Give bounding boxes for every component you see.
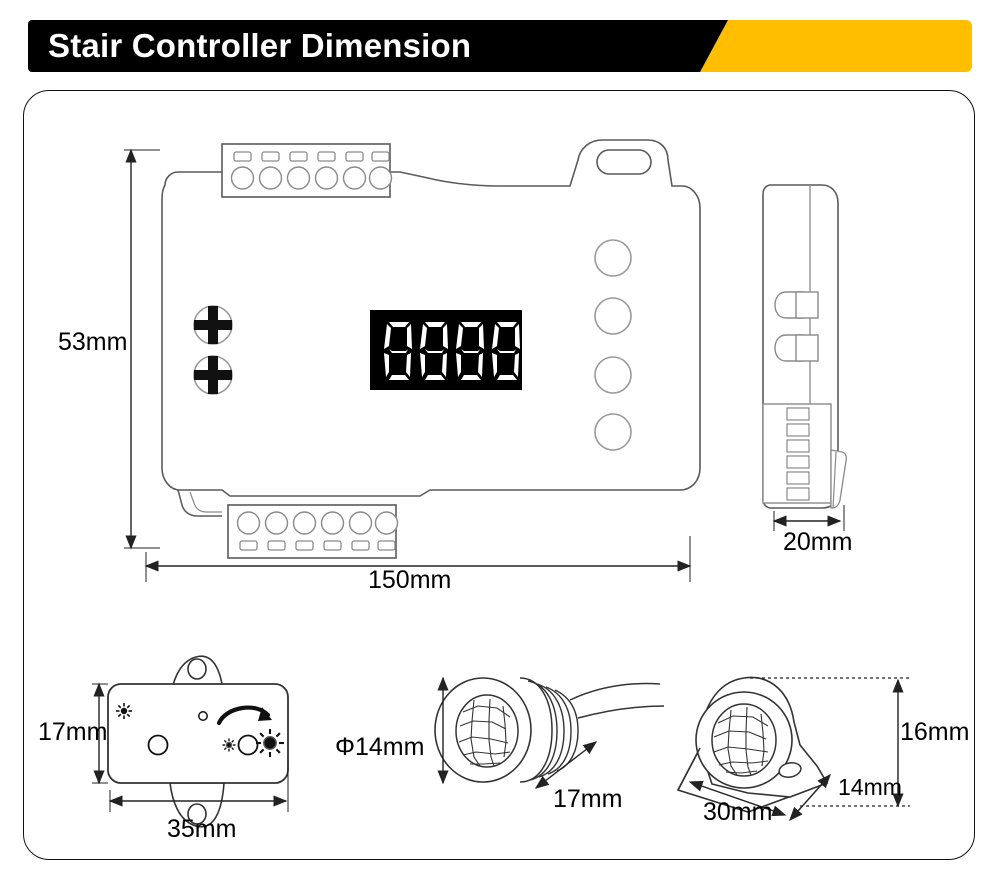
page-header-bar: Stair Controller Dimension (28, 20, 972, 72)
page-title: Stair Controller Dimension (48, 27, 472, 64)
diagram-panel (23, 90, 975, 860)
dimension-label-height-16mm: 16mm (900, 718, 970, 746)
dimension-label-width-150mm: 150mm (368, 566, 452, 594)
dimension-label-width-14mm: 14mm (838, 774, 902, 800)
dimension-label-height-53mm: 53mm (58, 328, 128, 356)
header-black-block (28, 20, 728, 72)
dimension-label-module-width-35mm: 35mm (167, 815, 237, 843)
dimension-label-diameter-14mm: Φ14mm (335, 733, 425, 761)
dimension-label-depth-20mm: 20mm (783, 528, 853, 556)
dimension-label-length-30mm: 30mm (703, 798, 773, 826)
dimension-label-depth-17mm: 17mm (553, 785, 623, 813)
dimension-label-module-height-17mm: 17mm (38, 718, 108, 746)
